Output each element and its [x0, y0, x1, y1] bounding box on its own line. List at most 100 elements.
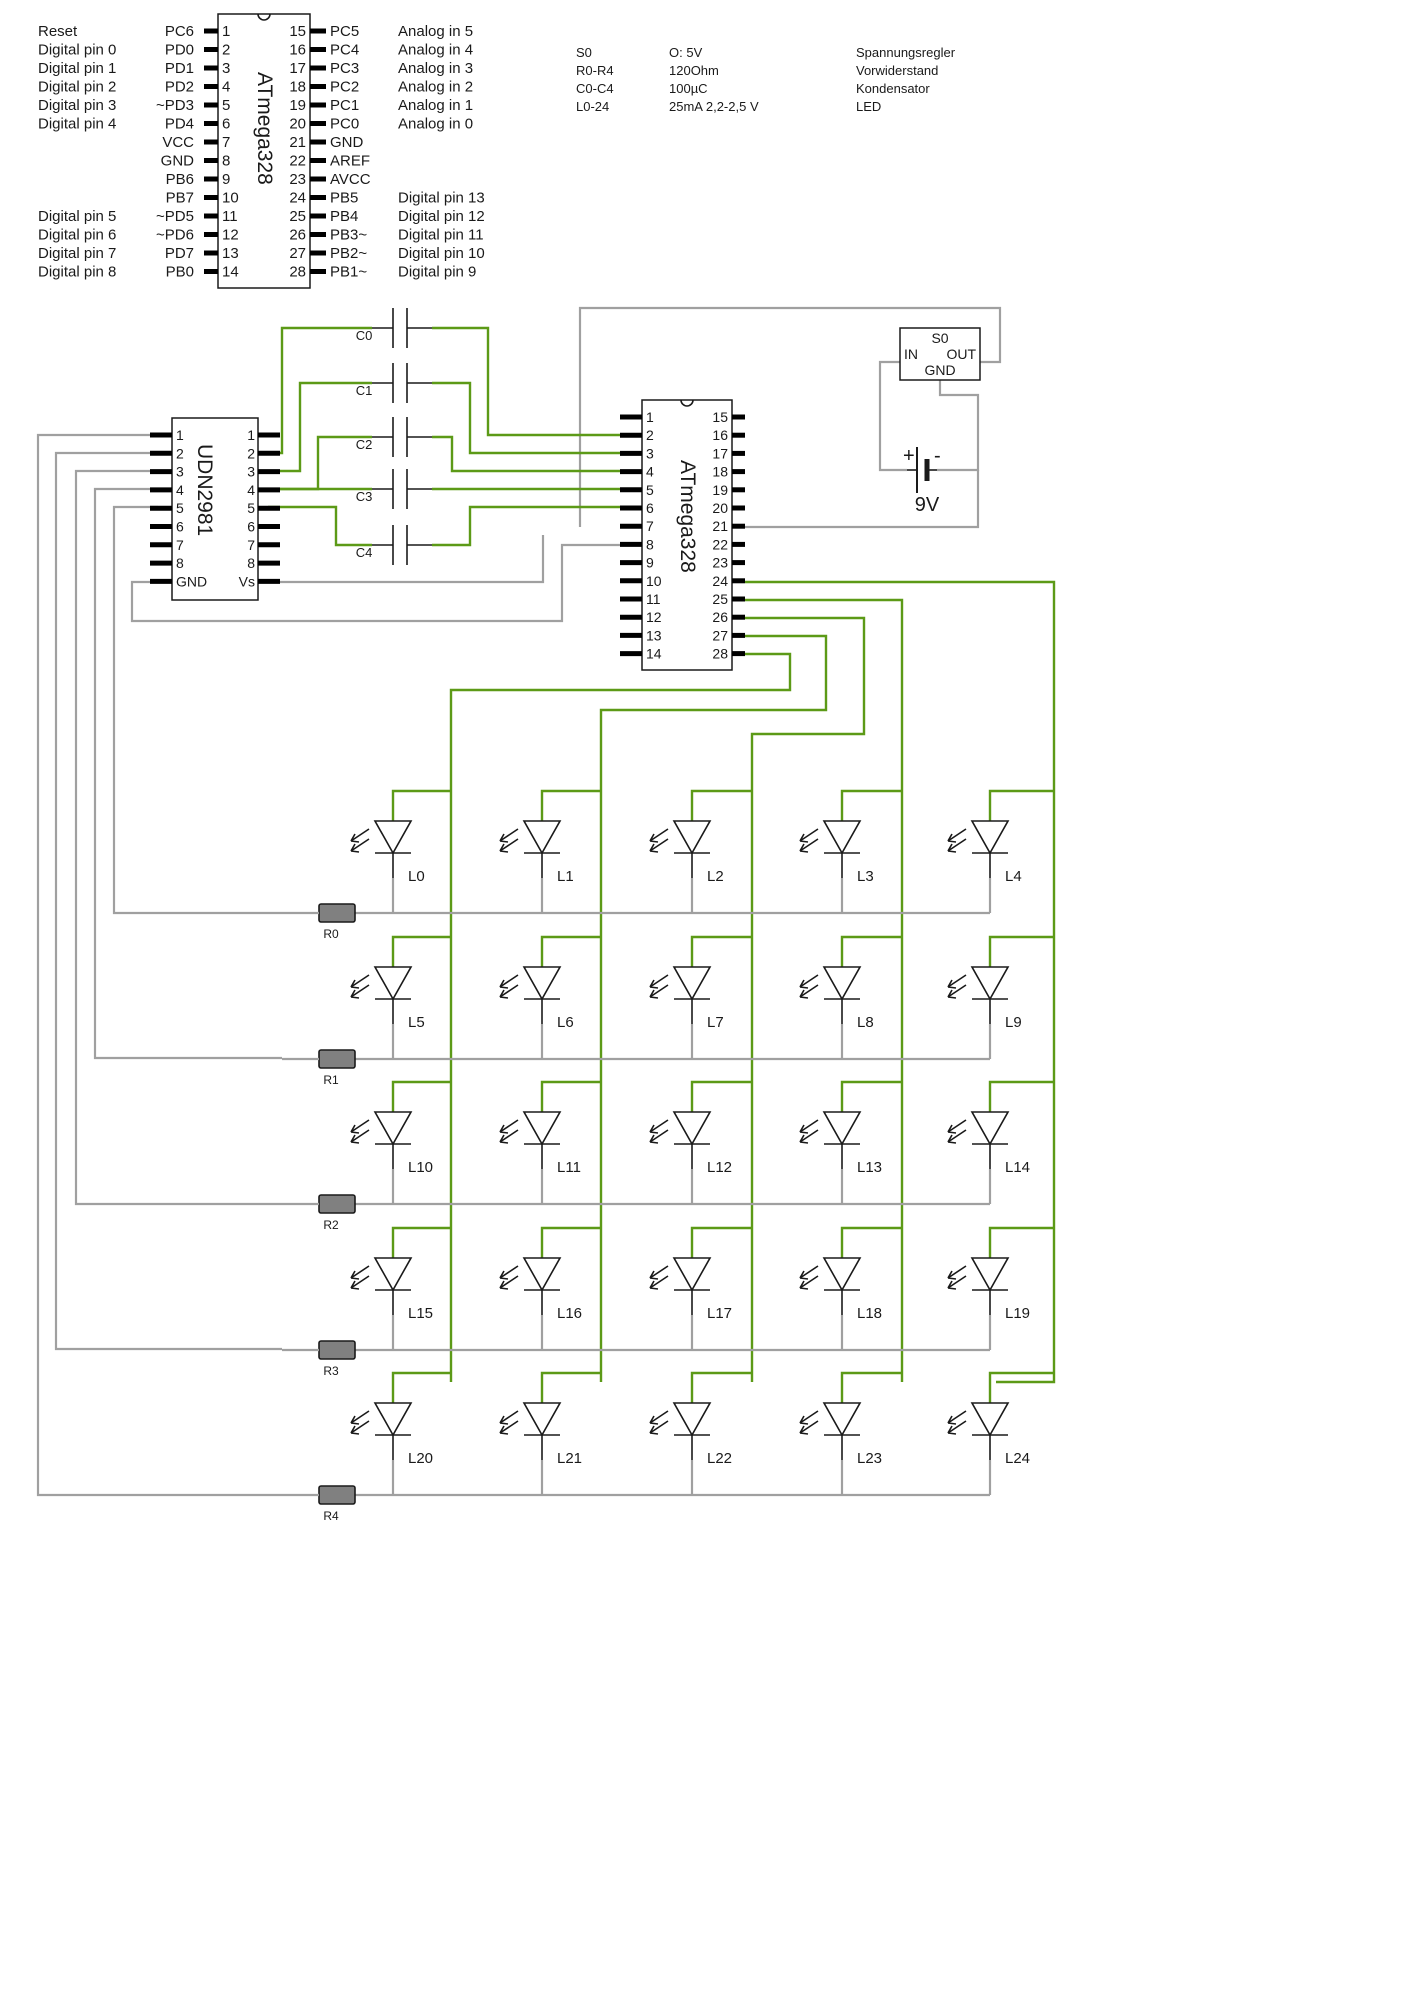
mcu-pin-label: 9 [646, 555, 654, 571]
resistor-body [318, 1194, 356, 1214]
pinout-chip-name: ATmega328 [253, 72, 276, 185]
mcu-pin-label: 10 [646, 573, 662, 589]
resistor: R4 [282, 1485, 356, 1523]
mcu-body [641, 399, 733, 671]
led-anode-wire [540, 1080, 601, 1112]
led-anode-wire [540, 935, 601, 967]
led-light-arrow [649, 828, 669, 843]
resistor-label: R2 [323, 1218, 339, 1232]
mcu-name: ATmega328 [676, 460, 699, 573]
udn-pin-label: GND [176, 573, 207, 589]
led-diode-triangle [373, 820, 413, 855]
udn-pin-label: Vs [239, 573, 255, 589]
led-label: L0 [408, 868, 425, 885]
led-light-arrow [947, 1119, 967, 1134]
udn-pin-label: 2 [176, 445, 184, 461]
led: L10 [350, 1111, 433, 1176]
pinout-function-label: Analog in 2 [398, 79, 473, 96]
pinout-port-label: ~PD5 [156, 208, 194, 225]
led-light-arrow [350, 1420, 370, 1435]
pinout-function-label: Analog in 5 [398, 23, 473, 40]
led-light-arrow [799, 1420, 819, 1435]
led-light-arrow [799, 838, 819, 853]
led-label: L19 [1005, 1305, 1030, 1322]
led-diode-triangle [672, 966, 712, 1001]
led: L19 [947, 1257, 1030, 1322]
led-anode-wire [988, 1371, 1054, 1403]
pinout-function-label: Digital pin 5 [38, 208, 116, 225]
led-label: L17 [707, 1305, 732, 1322]
mcu-pin-label: 23 [712, 555, 728, 571]
led-label: L10 [408, 1159, 433, 1176]
udn-pin-label: 3 [247, 464, 255, 480]
pinout-pin-number: 26 [289, 227, 306, 244]
led-light-arrow [499, 838, 519, 853]
led-light-arrow [649, 984, 669, 999]
led-label: L13 [857, 1159, 882, 1176]
resistor: R0 [282, 903, 356, 941]
battery-voltage-label: 9V [915, 494, 940, 516]
resistor: R2 [282, 1194, 356, 1232]
pinout-port-label: ~PD6 [156, 227, 194, 244]
pinout-pin-number: 28 [289, 264, 306, 281]
pinout-pin-number: 21 [289, 134, 306, 151]
led-anode-wire [690, 935, 752, 967]
mcu-pin-label: 28 [712, 646, 728, 662]
pinout-pin-number: 19 [289, 97, 306, 114]
led-diode-triangle [822, 1402, 862, 1437]
regulator-out-label: OUT [946, 346, 976, 362]
pinout-pin-number: 18 [289, 79, 306, 96]
legend-reference: S0 [576, 45, 592, 60]
led-anode-wire [840, 935, 902, 967]
udn-pin-label: 7 [247, 537, 255, 553]
led-anode-wire [540, 1226, 601, 1258]
resistor-body [318, 1485, 356, 1505]
legend-value: O: 5V [669, 45, 703, 60]
resistor-body [318, 1049, 356, 1069]
battery-9v: + - 9V [903, 445, 941, 516]
led-anode-wire [391, 935, 451, 967]
mcu-pin-label: 22 [712, 536, 728, 552]
led-light-arrow [499, 984, 519, 999]
led: L17 [649, 1257, 732, 1322]
led-diode-triangle [970, 1111, 1010, 1146]
pinout-port-label: PC4 [330, 42, 359, 59]
mcu-pin-label: 17 [712, 445, 728, 461]
led-label: L21 [557, 1450, 582, 1467]
pinout-port-label: VCC [162, 134, 194, 151]
led-anode-wire [690, 1226, 752, 1258]
led-light-arrow [947, 1420, 967, 1435]
pinout-function-label: Digital pin 3 [38, 97, 116, 114]
led: L0 [350, 820, 425, 885]
mcu-pin-label: 19 [712, 482, 728, 498]
pinout-port-label: PB7 [166, 190, 194, 207]
pinout-port-label: PC0 [330, 116, 359, 133]
led-light-arrow [947, 1265, 967, 1280]
pinout-port-label: PC1 [330, 97, 359, 114]
led-light-arrow [799, 828, 819, 843]
regulator-in-label: IN [904, 346, 918, 362]
capacitor: C1 [356, 363, 432, 403]
mcu-pin-label: 26 [712, 609, 728, 625]
led-light-arrow [499, 1420, 519, 1435]
led: L24 [947, 1402, 1030, 1467]
udn-pin-label: 4 [176, 482, 184, 498]
led-anode-wire [690, 1080, 752, 1112]
led-label: L14 [1005, 1159, 1030, 1176]
led-light-arrow [350, 1129, 370, 1144]
led-light-arrow [499, 1275, 519, 1290]
wire-udn-out3-to-r2 [74, 469, 282, 1206]
led-label: L24 [1005, 1450, 1030, 1467]
led-light-arrow [499, 1265, 519, 1280]
pinout-function-label: Analog in 1 [398, 97, 473, 114]
led-light-arrow [799, 1119, 819, 1134]
led-light-arrow [350, 1265, 370, 1280]
regulator-name: S0 [931, 330, 948, 346]
led-anode-wire [391, 1080, 451, 1112]
led-diode-triangle [522, 1111, 562, 1146]
led-light-arrow [649, 1420, 669, 1435]
wire-ground-to-mcu-pin21 [745, 470, 980, 529]
resistor-label: R1 [323, 1073, 339, 1087]
pinout-pin-number: 4 [222, 79, 230, 96]
pinout-function-label: Digital pin 7 [38, 245, 116, 262]
